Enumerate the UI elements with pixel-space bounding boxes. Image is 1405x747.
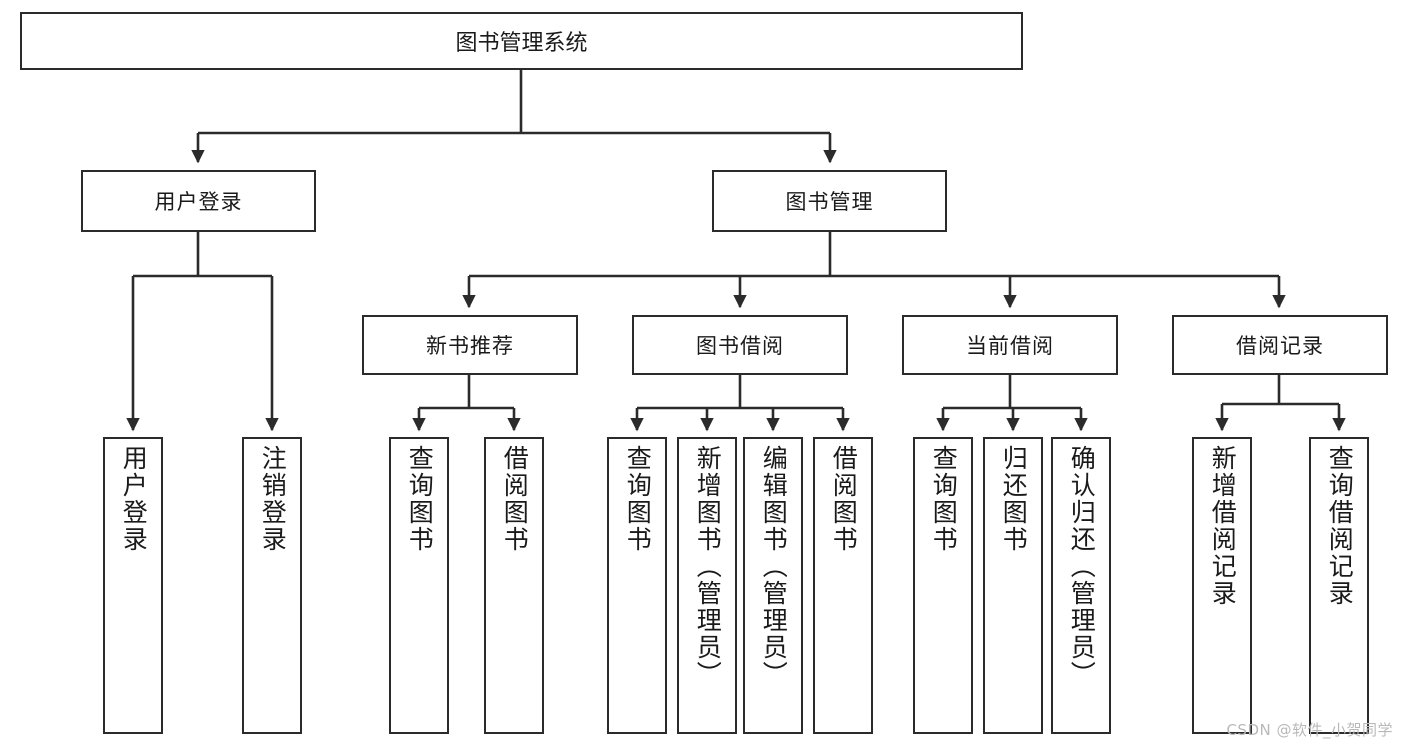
node-book-management-label: 图书管理 bbox=[785, 190, 874, 214]
node-leaf-label: 编辑图书（管理员） bbox=[759, 445, 789, 688]
node-user-login-label: 用户登录 bbox=[154, 190, 243, 214]
node-leaf-edit-book-admin[interactable]: 编辑图书（管理员） bbox=[743, 437, 803, 734]
node-leaf-label: 归还图书 bbox=[999, 445, 1029, 553]
node-leaf-query-book-recommend[interactable]: 查询图书 bbox=[389, 437, 449, 734]
node-leaf-label: 查询图书 bbox=[405, 445, 435, 553]
node-leaf-label: 确认归还（管理员） bbox=[1067, 445, 1097, 688]
node-leaf-add-borrow-record[interactable]: 新增借阅记录 bbox=[1192, 437, 1252, 734]
watermark: CSDN @软件_小贺同学 bbox=[1226, 721, 1393, 739]
node-book-management[interactable]: 图书管理 bbox=[712, 170, 947, 232]
node-leaf-label: 注销登录 bbox=[258, 445, 288, 553]
node-leaf-query-book-borrow[interactable]: 查询图书 bbox=[607, 437, 667, 734]
node-leaf-logout[interactable]: 注销登录 bbox=[242, 437, 302, 734]
node-leaf-label: 查询图书 bbox=[623, 445, 653, 553]
node-leaf-query-borrow-record[interactable]: 查询借阅记录 bbox=[1309, 437, 1369, 734]
node-book-borrow[interactable]: 图书借阅 bbox=[632, 315, 848, 375]
node-leaf-return-book[interactable]: 归还图书 bbox=[983, 437, 1043, 734]
node-leaf-label: 借阅图书 bbox=[500, 445, 530, 553]
node-leaf-user-login[interactable]: 用户登录 bbox=[103, 437, 163, 734]
node-leaf-label: 借阅图书 bbox=[829, 445, 859, 553]
node-current-borrow[interactable]: 当前借阅 bbox=[902, 315, 1118, 375]
node-leaf-label: 新增借阅记录 bbox=[1208, 445, 1238, 607]
node-leaf-label: 查询图书 bbox=[929, 445, 959, 553]
node-leaf-label: 用户登录 bbox=[119, 445, 149, 553]
node-root-label: 图书管理系统 bbox=[455, 31, 588, 56]
node-leaf-label: 查询借阅记录 bbox=[1325, 445, 1355, 607]
node-leaf-query-book-current[interactable]: 查询图书 bbox=[913, 437, 973, 734]
node-user-login[interactable]: 用户登录 bbox=[81, 170, 316, 232]
node-leaf-label: 新增图书（管理员） bbox=[693, 445, 723, 688]
node-borrow-record-label: 借阅记录 bbox=[1236, 334, 1324, 358]
node-book-borrow-label: 图书借阅 bbox=[696, 334, 784, 358]
node-borrow-record[interactable]: 借阅记录 bbox=[1172, 315, 1388, 375]
node-leaf-borrow-book-recommend[interactable]: 借阅图书 bbox=[484, 437, 544, 734]
node-leaf-confirm-return-admin[interactable]: 确认归还（管理员） bbox=[1051, 437, 1111, 734]
node-leaf-add-book-admin[interactable]: 新增图书（管理员） bbox=[677, 437, 737, 734]
node-new-book-recommend[interactable]: 新书推荐 bbox=[362, 315, 578, 375]
node-root[interactable]: 图书管理系统 bbox=[20, 12, 1023, 70]
node-new-book-recommend-label: 新书推荐 bbox=[426, 334, 514, 358]
node-current-borrow-label: 当前借阅 bbox=[966, 334, 1054, 358]
node-leaf-borrow-book[interactable]: 借阅图书 bbox=[813, 437, 873, 734]
